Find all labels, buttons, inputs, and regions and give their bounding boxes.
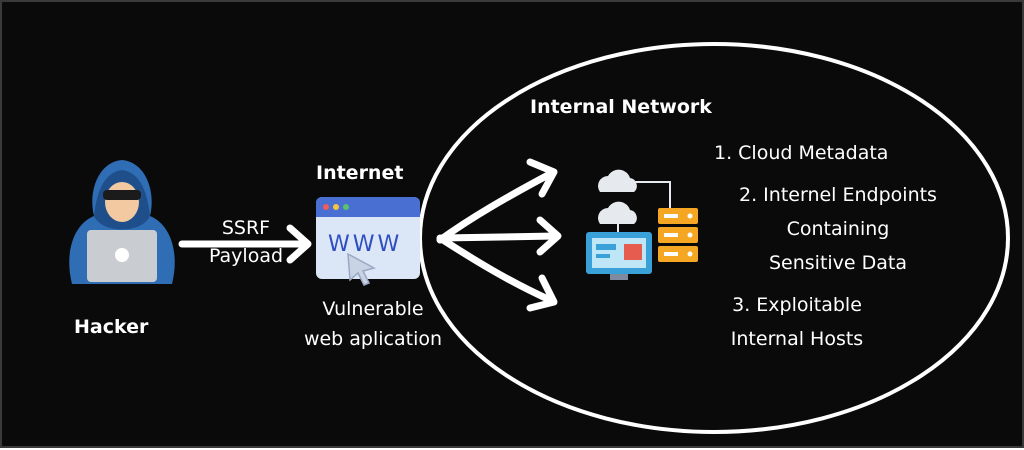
fanout-arrows: [436, 158, 562, 312]
target-3-line-2: Internal Hosts: [730, 328, 864, 350]
target-2-line-2: Containing: [786, 218, 890, 240]
vulnerable-app-line-2: web aplication: [303, 328, 443, 350]
payload-line-1: SSRF: [221, 217, 271, 239]
target-1-line-1: 1. Cloud Metadata: [714, 142, 889, 164]
internal-network-title: Internal Network: [530, 96, 712, 118]
target-internal-endpoints: 2. Internel Endpoints Containing Sensiti…: [702, 178, 974, 280]
browser-url-text: WWW: [328, 232, 403, 257]
payload-arrow: [178, 224, 312, 264]
target-2-line-3: Sensitive Data: [768, 252, 908, 274]
hacker-icon: [69, 160, 175, 284]
target-3-line-1: 3. Exploitable: [732, 294, 862, 316]
vulnerable-app-line-1: Vulnerable: [322, 298, 424, 320]
internet-label: Internet: [316, 162, 404, 184]
vulnerable-app-label: Vulnerable web aplication: [290, 294, 456, 354]
target-exploitable-hosts: 3. Exploitable Internal Hosts: [692, 288, 902, 356]
network-infrastructure-icon: [586, 169, 698, 280]
browser-window-icon: [316, 197, 420, 286]
payload-line-2: Payload: [208, 245, 284, 267]
target-cloud-metadata: 1. Cloud Metadata: [714, 138, 888, 168]
hacker-label: Hacker: [74, 316, 149, 338]
payload-label: SSRF Payload: [198, 214, 294, 270]
target-2-line-1: 2. Internel Endpoints: [739, 184, 937, 206]
